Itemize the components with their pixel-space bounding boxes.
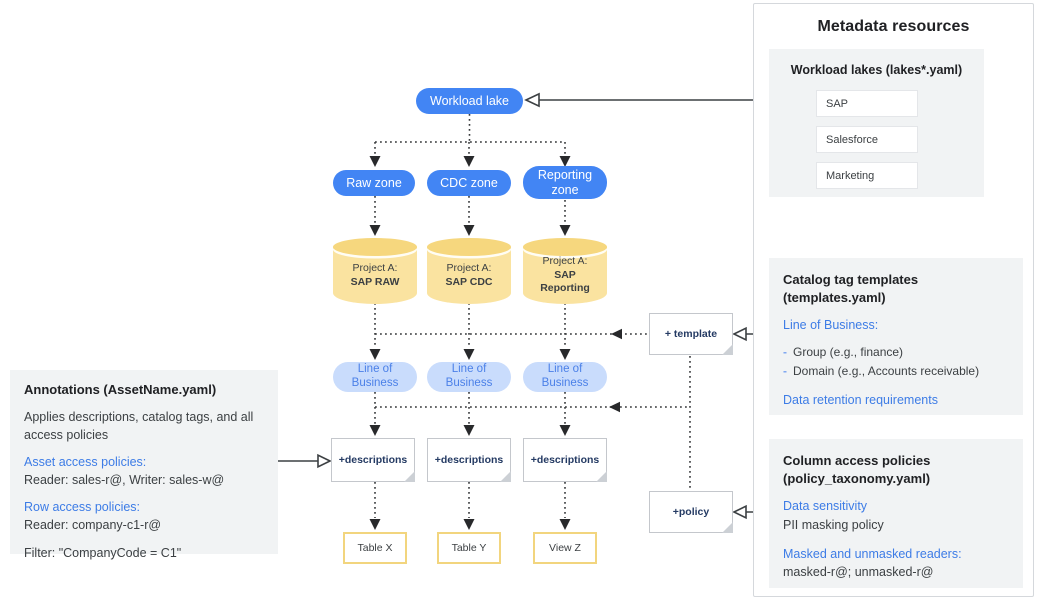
- connector-projects-to-lob: [374, 303, 566, 348]
- arrowheads-into-descriptions: [369, 425, 571, 436]
- project-name: SAP CDC: [445, 275, 493, 288]
- template-note: + template: [649, 313, 733, 355]
- arrowheads-into-projects: [369, 225, 571, 236]
- connector-lake-to-zones: [374, 114, 566, 155]
- catalog-templates-heading: Catalog tag templates (templates.yaml): [783, 272, 919, 305]
- output-label: View Z: [549, 542, 581, 554]
- descriptions-label: +descriptions: [530, 454, 600, 466]
- lake-item-marketing: Marketing: [816, 162, 918, 189]
- lob-templates-heading: Line of Business:: [783, 318, 879, 333]
- zone-node-raw: Raw zone: [333, 170, 415, 196]
- note-fold-icon: [404, 471, 415, 482]
- cylinder-top: [523, 238, 607, 256]
- cylinder-body: [427, 247, 511, 304]
- connector-lob-to-descriptions: [374, 392, 566, 424]
- template-label: + template: [664, 328, 718, 340]
- annotations-panel: Annotations (AssetName.yaml) Applies des…: [10, 370, 278, 560]
- metadata-panel-title: Metadata resources: [817, 18, 970, 35]
- arrowheads-into-lob: [369, 349, 571, 360]
- lake-item-sap: SAP: [816, 90, 918, 117]
- arrowhead-template-bar: [611, 328, 622, 340]
- lob-label: Line of Business: [351, 363, 399, 389]
- cylinder-body: [523, 247, 607, 304]
- descriptions-note-2: +descriptions: [427, 438, 511, 482]
- lob-template-list: Group (e.g., finance) Domain (e.g., Acco…: [783, 343, 1009, 381]
- row-policies-value: Reader: company-c1-r@: [24, 518, 162, 533]
- annotations-title: Annotations (AssetName.yaml): [24, 382, 217, 397]
- descriptions-note-3: +descriptions: [523, 438, 607, 482]
- project-label: Project A: SAP RAW: [343, 251, 407, 300]
- note-fold-icon: [596, 471, 607, 482]
- connector-zones-to-projects: [374, 196, 566, 224]
- readers-heading: Masked and unmasked readers:: [783, 546, 962, 561]
- output-label: Table Y: [451, 542, 487, 554]
- lob-node-2: Line of Business: [427, 362, 511, 392]
- lob-node-1: Line of Business: [333, 362, 417, 392]
- cylinder-top: [333, 238, 417, 256]
- project-prefix: Project A:: [542, 255, 588, 268]
- output-view-z: View Z: [533, 532, 597, 564]
- retention-heading: Data retention requirements: [783, 393, 938, 408]
- note-fold-icon: [722, 344, 733, 355]
- project-prefix: Project A:: [446, 261, 492, 274]
- project-cylinder-cdc: Project A: SAP CDC: [427, 238, 511, 304]
- asset-policies-heading: Asset access policies:: [24, 455, 147, 470]
- descriptions-note-1: +descriptions: [331, 438, 415, 482]
- arrowhead-policy-bar: [609, 401, 620, 413]
- policy-note: +policy: [649, 491, 733, 533]
- lob-template-item: Group (e.g., finance): [783, 343, 1009, 362]
- lob-label: Line of Business: [541, 363, 589, 389]
- workload-lakes-heading: Workload lakes (lakes*.yaml): [790, 63, 963, 77]
- data-sensitivity-value: PII masking policy: [783, 517, 884, 532]
- lake-item-label: Salesforce: [826, 133, 878, 146]
- zone-label: CDC zone: [440, 175, 498, 190]
- project-label: Project A: SAP Reporting: [533, 251, 597, 300]
- project-cylinder-raw: Project A: SAP RAW: [333, 238, 417, 304]
- filter-value: Filter: "CompanyCode = C1": [24, 545, 182, 560]
- note-fold-icon: [722, 522, 733, 533]
- arrowheads-into-outputs: [369, 519, 571, 530]
- project-name: SAP Reporting: [540, 268, 590, 295]
- project-name: SAP RAW: [350, 275, 400, 288]
- asset-policies-value: Reader: sales-r@, Writer: sales-w@: [24, 473, 225, 488]
- cylinder-body: [333, 247, 417, 304]
- note-fold-icon: [500, 471, 511, 482]
- lake-item-label: SAP: [826, 97, 849, 110]
- output-table-x: Table X: [343, 532, 407, 564]
- lob-label: Line of Business: [445, 363, 493, 389]
- project-label: Project A: SAP CDC: [437, 251, 501, 300]
- project-prefix: Project A:: [352, 261, 398, 274]
- lake-item-salesforce: Salesforce: [816, 126, 918, 153]
- column-policies-section: Column access policies (policy_taxonomy.…: [769, 439, 1023, 588]
- zone-node-cdc: CDC zone: [427, 170, 511, 196]
- catalog-templates-section: Catalog tag templates (templates.yaml) L…: [769, 258, 1023, 415]
- data-sensitivity-heading: Data sensitivity: [783, 499, 868, 514]
- metadata-resources-panel: Metadata resources Workload lakes (lakes…: [753, 3, 1034, 597]
- annotations-description: Applies descriptions, catalog tags, and …: [24, 409, 254, 442]
- descriptions-label: +descriptions: [434, 454, 504, 466]
- zone-label: Reporting zone: [537, 168, 593, 197]
- zone-node-reporting: Reporting zone: [523, 166, 607, 199]
- project-cylinder-reporting: Project A: SAP Reporting: [523, 238, 607, 304]
- workload-lake-label: Workload lake: [430, 93, 509, 108]
- lob-template-item: Domain (e.g., Accounts receivable): [783, 362, 1009, 381]
- column-policies-heading: Column access policies (policy_taxonomy.…: [783, 453, 931, 486]
- arrow-annotations-to-descriptions: [278, 453, 332, 469]
- cylinder-top: [427, 238, 511, 256]
- workload-lakes-section: Workload lakes (lakes*.yaml) SAP Salesfo…: [769, 49, 984, 197]
- lake-item-label: Marketing: [826, 169, 875, 182]
- workload-lake-node: Workload lake: [416, 88, 523, 114]
- lob-node-3: Line of Business: [523, 362, 607, 392]
- output-label: Table X: [357, 542, 393, 554]
- connector-descriptions-to-outputs: [374, 482, 566, 518]
- policy-label: +policy: [672, 506, 710, 518]
- zone-label: Raw zone: [346, 175, 402, 190]
- readers-value: masked-r@; unmasked-r@: [783, 565, 934, 580]
- descriptions-label: +descriptions: [338, 454, 408, 466]
- row-policies-heading: Row access policies:: [24, 500, 141, 515]
- output-table-y: Table Y: [437, 532, 501, 564]
